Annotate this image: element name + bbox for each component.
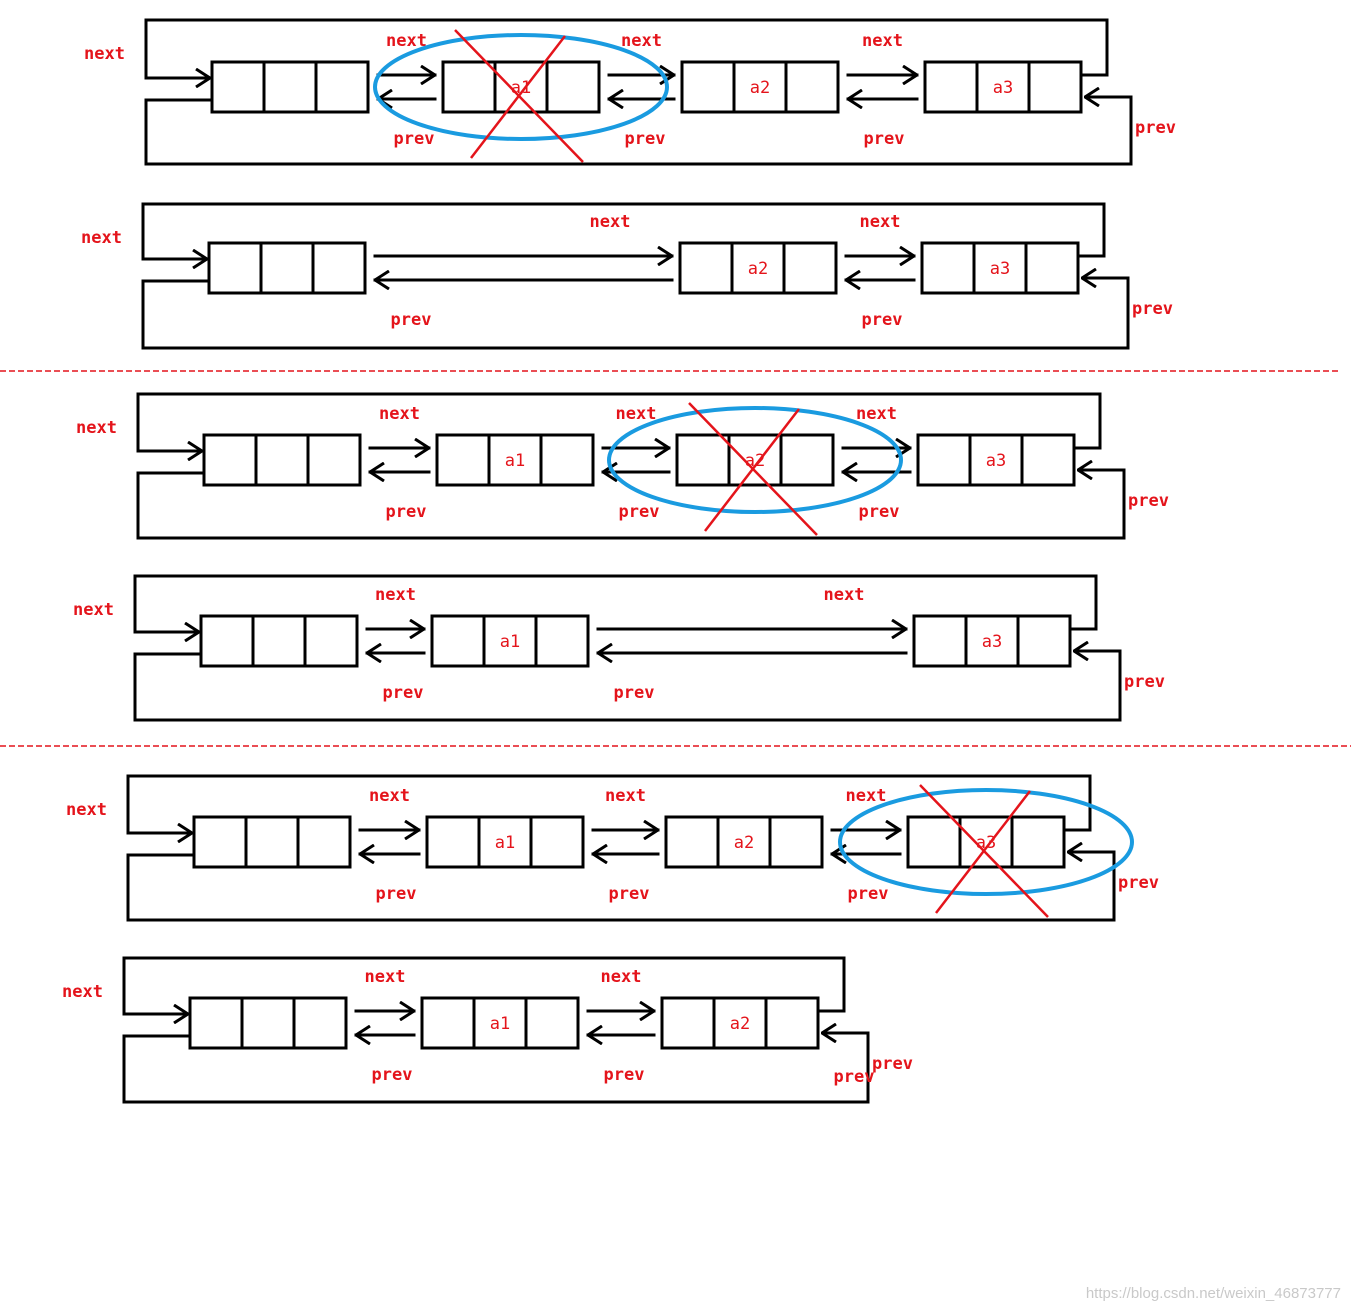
node-0-0 <box>210 60 370 114</box>
cross-stroke-b-2 <box>704 408 800 532</box>
next-label-4-0: next <box>369 786 410 806</box>
node-4-1 <box>425 815 585 869</box>
prev-label-2-1: prev <box>619 502 660 522</box>
next-label-1-0: next <box>590 212 631 232</box>
deleted-ellipse-0 <box>373 33 669 141</box>
wrap-next-label-2: next <box>76 418 117 438</box>
node-value-5-2: a2 <box>730 1014 750 1034</box>
next-label-3-1: next <box>824 585 865 605</box>
node-0-2 <box>680 60 840 114</box>
prev-label-0-0: prev <box>394 129 435 149</box>
wrap-next-label-3: next <box>73 600 114 620</box>
node-0-1 <box>441 60 601 114</box>
wrap-prev-label-4: prev <box>1118 873 1159 893</box>
next-label-2-1: next <box>616 404 657 424</box>
next-label-2-2: next <box>856 404 897 424</box>
wrap-prev-label-2: prev <box>1128 491 1169 511</box>
node-4-3 <box>906 815 1066 869</box>
next-label-5-1: next <box>601 967 642 987</box>
wrap-next-path-2 <box>136 392 1102 451</box>
node-value-5-1: a1 <box>490 1014 510 1034</box>
deleted-ellipse-4 <box>838 788 1134 896</box>
next-label-3-0: next <box>375 585 416 605</box>
node-value-2-3: a3 <box>986 451 1006 471</box>
wrap-prev-path-1 <box>141 278 1130 350</box>
cross-stroke-b-0 <box>470 35 566 159</box>
node-2-2 <box>675 433 835 487</box>
node-value-4-2: a2 <box>734 833 754 853</box>
prev-label-5-0: prev <box>372 1065 413 1085</box>
node-value-3-1: a1 <box>500 632 520 652</box>
wrap-prev-path-5 <box>122 1033 870 1104</box>
wrap-next-path-1 <box>141 202 1106 259</box>
prev-label-2-0: prev <box>386 502 427 522</box>
node-3-2 <box>912 614 1072 668</box>
wrap-prev-path-0 <box>144 97 1133 166</box>
node-value-0-3: a3 <box>993 78 1013 98</box>
wrap-prev-path-2 <box>136 470 1126 540</box>
node-5-1 <box>420 996 580 1050</box>
wrap-prev-label-5: prev <box>872 1054 913 1074</box>
wrap-prev-path-3 <box>133 651 1122 722</box>
node-value-4-1: a1 <box>495 833 515 853</box>
next-label-0-1: next <box>621 31 662 51</box>
wrap-next-label-4: next <box>66 800 107 820</box>
wrap-prev-label-1: prev <box>1132 299 1173 319</box>
node-3-0 <box>199 614 359 668</box>
deleted-ellipse-2 <box>607 406 903 514</box>
prev-label-2-2: prev <box>859 502 900 522</box>
wrap-next-path-3 <box>133 574 1098 632</box>
node-2-3 <box>916 433 1076 487</box>
prev-label-0-1: prev <box>625 129 666 149</box>
wrap-next-label-5: next <box>62 982 103 1002</box>
node-5-2 <box>660 996 820 1050</box>
prev-label-1-0: prev <box>391 310 432 330</box>
next-label-4-1: next <box>605 786 646 806</box>
next-label-0-0: next <box>386 31 427 51</box>
node-value-1-2: a3 <box>990 259 1010 279</box>
node-2-0 <box>202 433 362 487</box>
wrap-next-label-0: next <box>84 44 125 64</box>
prev-label-4-1: prev <box>609 884 650 904</box>
next-label-5-0: next <box>365 967 406 987</box>
node-0-3 <box>923 60 1083 114</box>
node-2-1 <box>435 433 595 487</box>
prev-label-4-2: prev <box>848 884 889 904</box>
wrap-next-path-4 <box>126 774 1092 833</box>
next-label-4-2: next <box>846 786 887 806</box>
diagram-group: next prev a1 a2 a3 next prev next prev next prev ne… <box>0 18 1351 1104</box>
node-1-1 <box>678 241 838 295</box>
wrap-next-path-5 <box>122 956 846 1014</box>
watermark: https://blog.csdn.net/weixin_46873777 <box>1085 1285 1341 1302</box>
node-1-2 <box>920 241 1080 295</box>
node-4-2 <box>664 815 824 869</box>
next-label-0-2: next <box>862 31 903 51</box>
node-value-1-1: a2 <box>748 259 768 279</box>
node-1-0 <box>207 241 367 295</box>
prev-label-4-0: prev <box>376 884 417 904</box>
next-label-1-1: next <box>860 212 901 232</box>
prev-label-1-1: prev <box>862 310 903 330</box>
node-4-0 <box>192 815 352 869</box>
node-5-0 <box>188 996 348 1050</box>
node-value-2-1: a1 <box>505 451 525 471</box>
prev-label-5-1: prev <box>604 1065 645 1085</box>
wrap-prev-label-3: prev <box>1124 672 1165 692</box>
tail-prev-label-5: prev <box>834 1067 875 1087</box>
cross-stroke-b-4 <box>935 790 1031 914</box>
prev-label-3-0: prev <box>383 683 424 703</box>
next-label-2-0: next <box>379 404 420 424</box>
node-value-0-2: a2 <box>750 78 770 98</box>
wrap-prev-path-4 <box>126 852 1116 922</box>
node-3-1 <box>430 614 590 668</box>
prev-label-3-1: prev <box>614 683 655 703</box>
wrap-next-path-0 <box>144 18 1109 78</box>
wrap-next-label-1: next <box>81 228 122 248</box>
prev-label-0-2: prev <box>864 129 905 149</box>
wrap-prev-label-0: prev <box>1135 118 1176 138</box>
node-value-3-2: a3 <box>982 632 1002 652</box>
